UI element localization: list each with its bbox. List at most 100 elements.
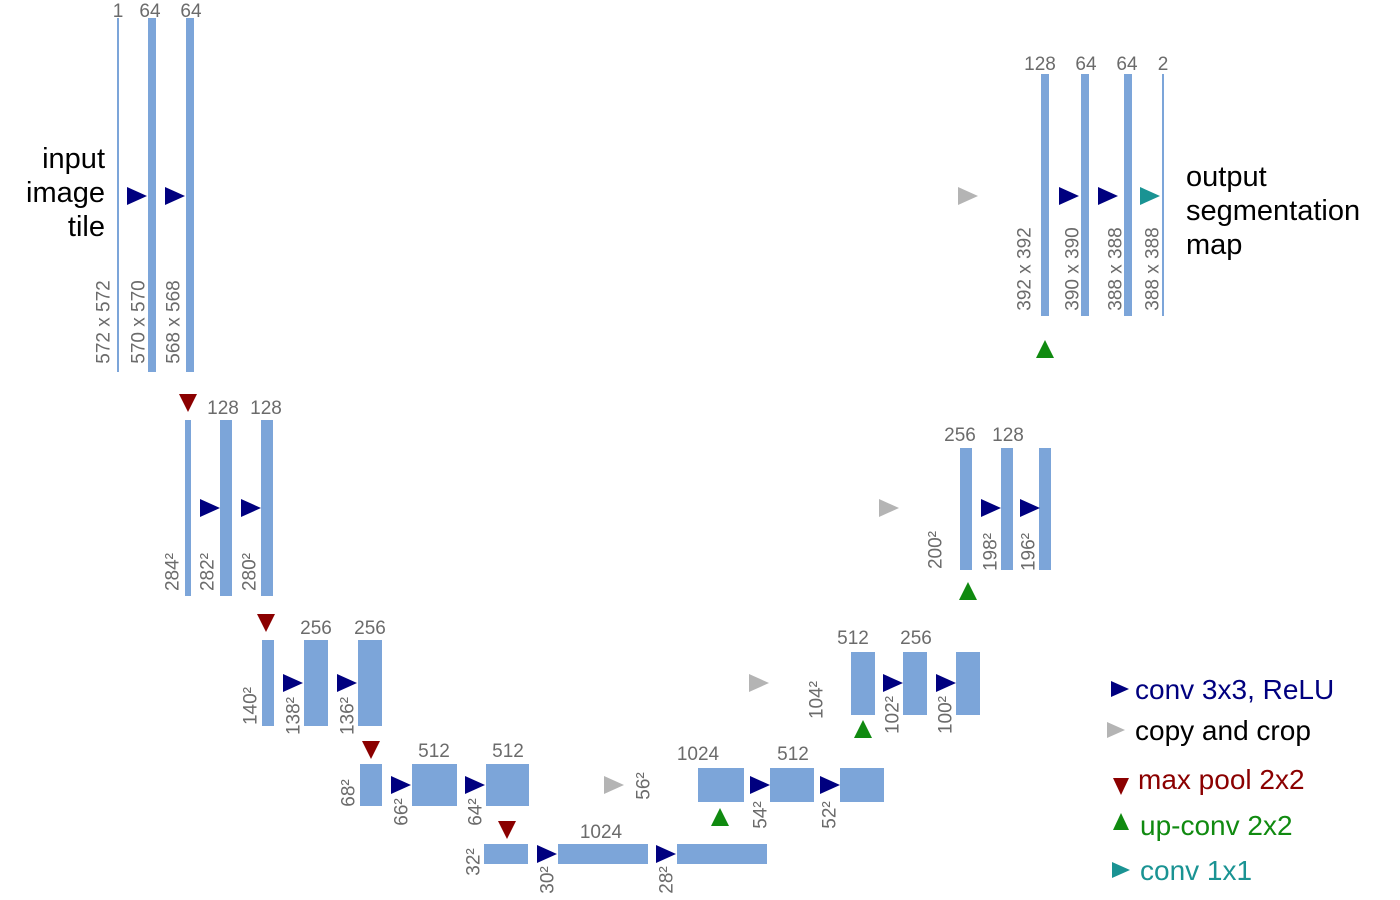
channel-label: 1024 xyxy=(676,744,720,765)
size-label: 102² xyxy=(882,695,904,735)
conv-arrow-icon xyxy=(127,187,147,205)
conv-arrow-icon xyxy=(820,776,840,794)
feature-map-block xyxy=(1162,74,1164,316)
output-label: output segmentation map xyxy=(1186,161,1361,261)
size-label: 284² xyxy=(162,552,184,592)
feature-map-block xyxy=(262,640,274,726)
size-label: 198² xyxy=(980,532,1002,572)
conv-arrow-icon xyxy=(936,674,956,692)
size-label: 572 x 572 xyxy=(93,280,115,364)
conv1x1-arrow-icon xyxy=(1140,187,1160,205)
feature-map-block xyxy=(956,652,980,715)
feature-map-block xyxy=(851,652,875,715)
size-label: 104² xyxy=(806,680,828,720)
legend-up-label: up-conv 2x2 xyxy=(1140,810,1293,841)
feature-map-block xyxy=(1081,74,1089,316)
conv-arrow-icon xyxy=(883,674,903,692)
feature-map-block xyxy=(558,844,648,864)
legend-pool-label: max pool 2x2 xyxy=(1138,764,1305,795)
channel-label: 128 xyxy=(1024,54,1056,75)
size-label: 68² xyxy=(338,779,360,807)
size-label: 100² xyxy=(935,695,957,735)
channel-label: 64 xyxy=(139,1,161,22)
conv-arrow-icon xyxy=(200,499,220,517)
feature-map-block xyxy=(484,844,528,864)
size-label: 200² xyxy=(925,530,947,570)
feature-map-block xyxy=(1041,74,1049,316)
conv1x1-arrow-icon xyxy=(1112,862,1130,878)
channel-label: 512 xyxy=(492,741,524,762)
channel-label: 512 xyxy=(837,628,869,649)
legend-conv1-label: conv 1x1 xyxy=(1140,855,1253,886)
size-label: 32² xyxy=(463,848,485,876)
max-pool-arrow-icon xyxy=(498,821,516,839)
conv-arrow-icon xyxy=(1059,187,1079,205)
up-conv-arrow-icon xyxy=(1113,813,1129,830)
feature-map-block xyxy=(360,764,382,806)
conv-arrow-icon xyxy=(1098,187,1118,205)
copy-crop-arrow-icon xyxy=(958,187,978,205)
feature-map-block xyxy=(486,764,529,806)
conv-arrow-icon xyxy=(537,845,557,863)
channel-label: 64 xyxy=(1116,54,1138,75)
size-label: 282² xyxy=(197,552,219,592)
feature-map-block xyxy=(1039,448,1051,570)
size-label: 66² xyxy=(391,798,413,826)
channel-label: 128 xyxy=(207,398,239,419)
channel-label: 512 xyxy=(777,744,809,765)
feature-map-block xyxy=(261,420,273,596)
size-label: 388 x 388 xyxy=(1105,227,1127,311)
channel-label: 64 xyxy=(180,1,202,22)
size-label: 388 x 388 xyxy=(1142,227,1164,311)
size-label: 30² xyxy=(537,866,559,894)
size-label: 64² xyxy=(465,798,487,826)
conv-arrow-icon xyxy=(391,776,411,794)
conv-arrow-icon xyxy=(241,499,261,517)
size-label: 196² xyxy=(1018,532,1040,572)
size-label: 56² xyxy=(633,772,655,800)
conv-arrow-icon xyxy=(465,776,485,794)
conv-arrow-icon xyxy=(656,845,676,863)
up-conv-arrow-icon xyxy=(959,582,977,600)
feature-map-block xyxy=(185,420,191,596)
feature-map-block xyxy=(117,18,119,372)
copy-crop-arrow-icon xyxy=(879,499,899,517)
copy-crop-arrow-icon xyxy=(604,776,624,794)
channel-label: 128 xyxy=(992,425,1024,446)
feature-map-block xyxy=(148,18,156,372)
legend-conv-label: conv 3x3, ReLU xyxy=(1135,674,1335,705)
size-label: 568 x 568 xyxy=(163,280,185,364)
size-label: 140² xyxy=(240,686,262,726)
up-conv-arrow-icon xyxy=(854,720,872,738)
size-label: 28² xyxy=(656,866,678,894)
feature-map-block xyxy=(358,640,382,726)
conv-arrow-icon xyxy=(283,674,303,692)
feature-map-block xyxy=(960,448,972,570)
max-pool-arrow-icon xyxy=(179,394,197,412)
size-label: 390 x 390 xyxy=(1062,227,1084,311)
size-label: 52² xyxy=(819,801,841,829)
size-label: 392 x 392 xyxy=(1014,227,1036,311)
channel-label: 256 xyxy=(944,425,976,446)
channel-label: 1024 xyxy=(579,822,623,843)
size-label: 570 x 570 xyxy=(128,280,150,364)
channel-label: 64 xyxy=(1075,54,1097,75)
max-pool-arrow-icon xyxy=(257,614,275,632)
up-conv-arrow-icon xyxy=(711,808,729,826)
feature-map-block xyxy=(840,768,884,802)
feature-map-block xyxy=(903,652,927,715)
feature-map-block xyxy=(698,768,744,802)
size-label: 280² xyxy=(239,552,261,592)
feature-map-block xyxy=(1001,448,1013,570)
feature-map-block xyxy=(220,420,232,596)
legend-copy-label: copy and crop xyxy=(1135,715,1311,746)
max-pool-arrow-icon xyxy=(362,741,380,759)
copy-crop-arrow-icon xyxy=(749,674,769,692)
channel-label: 2 xyxy=(1157,54,1169,75)
conv-arrow-icon xyxy=(750,776,770,794)
size-label: 136² xyxy=(337,696,359,736)
channel-label: 128 xyxy=(250,398,282,419)
conv-arrow-icon xyxy=(1020,499,1040,517)
conv-arrow-icon xyxy=(981,499,1001,517)
